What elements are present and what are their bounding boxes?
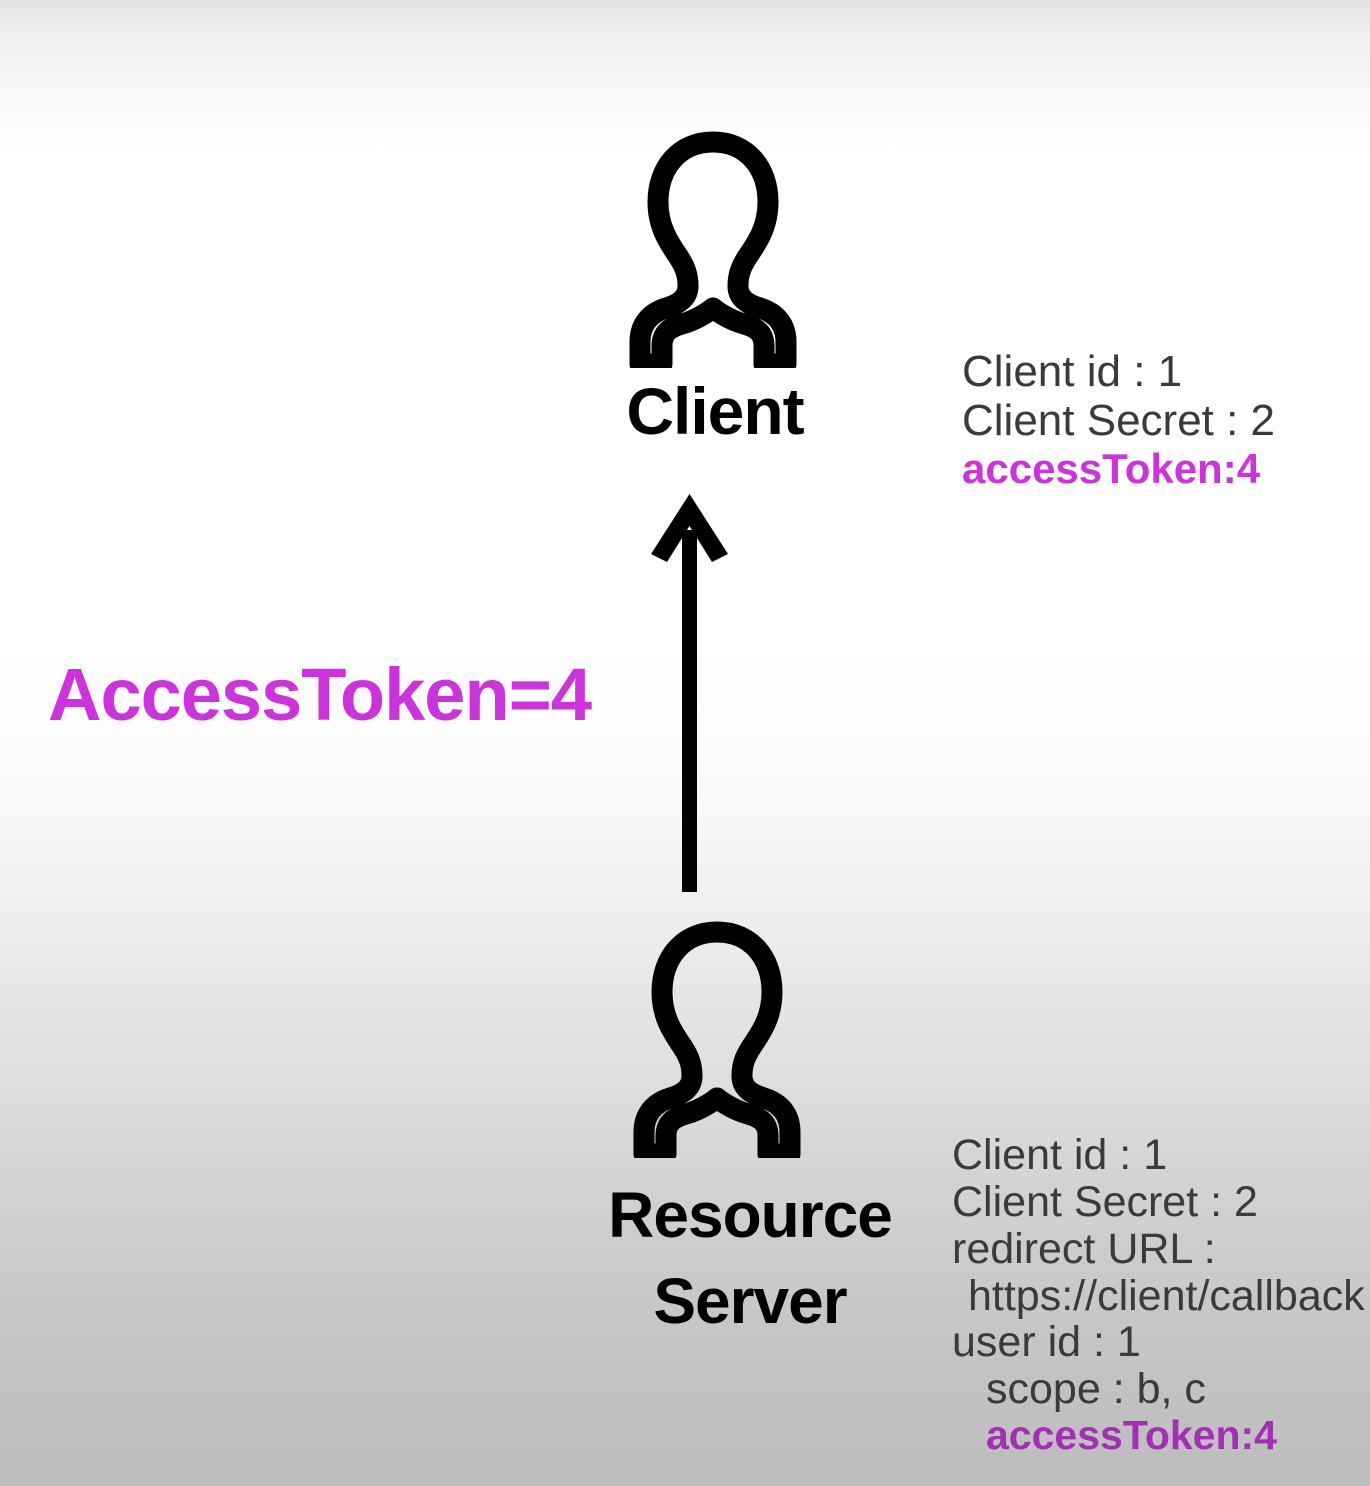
- server-info-line: user id : 1: [952, 1318, 1141, 1367]
- client-access-token-line: accessToken:4: [962, 444, 1261, 492]
- cropped-top-text: [1020, 0, 1310, 13]
- client-info-line: Client Secret : 2: [962, 395, 1276, 445]
- server-redirect-url-line: https://client/callback: [968, 1271, 1365, 1320]
- server-info-line: Client Secret : 2: [952, 1177, 1258, 1226]
- client-info-block: Client id : 1 Client Secret : 2 accessTo…: [962, 347, 1276, 492]
- client-node-label: Client: [626, 374, 804, 448]
- client-person-icon: [618, 128, 808, 368]
- resource-server-person-icon: [622, 918, 812, 1158]
- access-token-flow-label: AccessToken=4: [48, 653, 592, 736]
- resource-server-label-line-2: Server: [653, 1265, 847, 1338]
- client-info-line: Client id : 1: [962, 347, 1183, 396]
- server-info-line: redirect URL :: [952, 1224, 1216, 1273]
- resource-server-node-label: Resource Server: [480, 1172, 1020, 1345]
- resource-server-label-line-1: Resource: [608, 1179, 893, 1251]
- resource-server-info-block: Client id : 1 Client Secret : 2 redirect…: [952, 1132, 1365, 1458]
- server-info-line: Client id : 1: [952, 1131, 1168, 1179]
- server-scope-line: scope : b, c: [986, 1365, 1206, 1414]
- server-access-token-line: accessToken:4: [986, 1412, 1277, 1459]
- up-arrow-icon: [640, 492, 740, 892]
